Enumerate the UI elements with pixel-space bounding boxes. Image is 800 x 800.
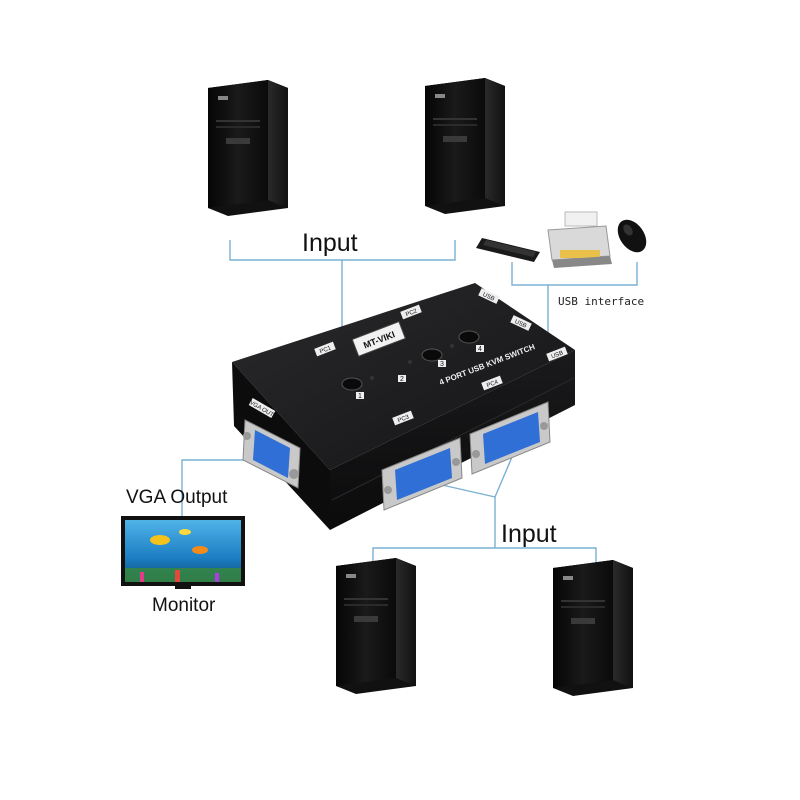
label-usb-interface: USB interface: [558, 295, 645, 308]
label-vga-output: VGA Output: [126, 487, 228, 508]
port-label-usb-3: USB: [551, 350, 565, 360]
printer-icon: [547, 211, 612, 268]
select-button-1[interactable]: [341, 377, 363, 391]
led-indicator-3: [450, 344, 454, 348]
port-label-pc1: PC1: [319, 345, 333, 355]
select-button-4[interactable]: [458, 330, 480, 344]
pc-tower-top-right: [425, 78, 505, 214]
port-label-pc3: PC3: [397, 414, 411, 424]
vga-port-pc4[interactable]: [469, 401, 551, 475]
brand-label: MT-VIKI: [351, 320, 407, 357]
led-indicator-2: [408, 360, 412, 364]
port-label-pc2: PC2: [405, 308, 419, 318]
pc-tower-top-left: [208, 80, 288, 216]
select-button-2[interactable]: [421, 348, 443, 362]
button-number-2: 2: [400, 376, 404, 383]
button-number-1: 1: [358, 393, 362, 400]
wire-vga-output: [181, 459, 262, 518]
button-tag-3: [438, 360, 446, 367]
keyboard-icon: [476, 238, 540, 262]
kvm-switch: MT-VIKI 4 PORT USB KVM SWITCH 1 2 3 4: [232, 283, 575, 530]
button-tag-2: [398, 375, 406, 382]
port-label-pc4: PC4: [486, 379, 500, 389]
port-label-usb-2: USB: [514, 319, 528, 330]
button-tag-4: [476, 345, 484, 352]
wire-input-bottom: [372, 547, 597, 568]
wire-usb-peripherals: [511, 262, 638, 286]
mouse-icon: [617, 219, 647, 253]
button-tag-1: [356, 392, 364, 399]
vga-port-pc3[interactable]: [381, 437, 463, 511]
button-number-4: 4: [478, 346, 482, 353]
label-input-top: Input: [302, 229, 358, 257]
button-number-3: 3: [440, 361, 444, 368]
pc-tower-bottom-right: [553, 560, 633, 696]
pc-tower-bottom-left: [336, 558, 416, 694]
vga-port-out[interactable]: [242, 419, 301, 489]
port-label-usb-1: USB: [482, 292, 496, 303]
monitor-icon: [121, 516, 245, 589]
label-monitor: Monitor: [152, 595, 216, 616]
led-indicator-1: [370, 376, 374, 380]
wires: [181, 240, 638, 568]
label-input-bottom: Input: [501, 520, 557, 548]
